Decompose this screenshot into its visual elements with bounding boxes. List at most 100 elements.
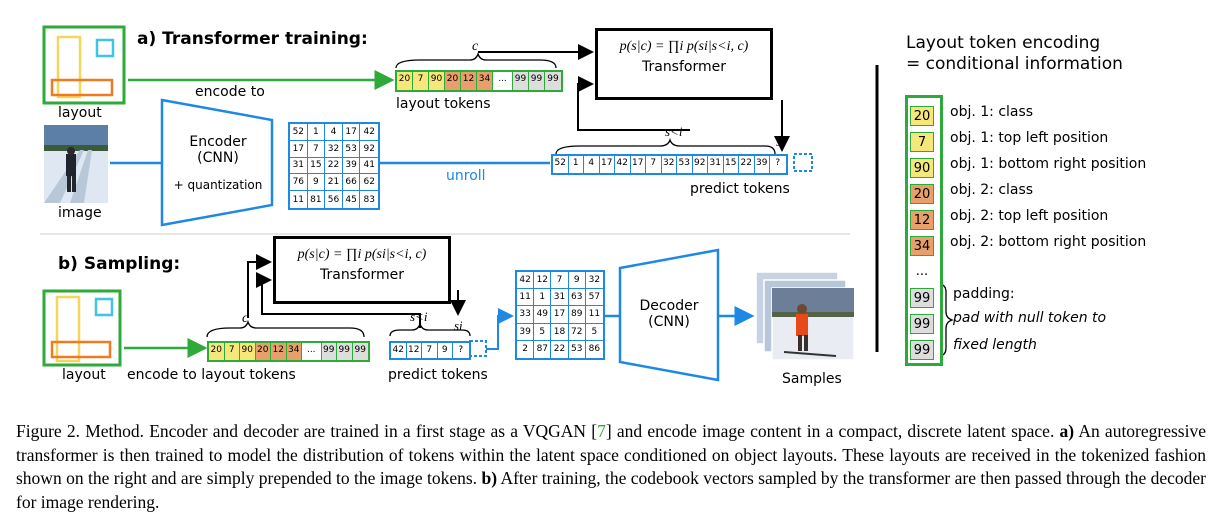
grid-token: 41 <box>360 158 378 175</box>
transformer-formula-b: p(s|c) = ∏i p(si|s<i, c) <box>297 247 427 262</box>
layout-token: 12 <box>461 72 477 90</box>
grid-token: 56 <box>325 191 343 208</box>
grid-token: 31 <box>551 289 569 307</box>
layout-token: ... <box>493 72 513 90</box>
layout-token: 99 <box>529 72 545 90</box>
caption-ref[interactable]: 7 <box>597 421 606 441</box>
grid-token: 92 <box>360 141 378 158</box>
skier-image-a <box>44 125 108 203</box>
padding-label: padding: <box>953 286 1015 302</box>
layout-token: 99 <box>545 72 561 90</box>
image-token: 42 <box>615 156 631 173</box>
grid-token: 31 <box>290 157 308 175</box>
encoder-name: Encoder <box>189 134 247 150</box>
sless-label-b: s<i <box>410 309 428 324</box>
unroll-label: unroll <box>446 168 486 184</box>
grid-token: 39 <box>517 323 535 341</box>
sless-to-transformer-b <box>256 272 421 328</box>
caption-prefix: Figure 2. Method. Encoder and decoder ar… <box>16 421 598 441</box>
encode-to-layout-tokens-label: encode to layout tokens <box>127 367 296 383</box>
grid-token: 11 <box>585 306 603 324</box>
grid-token: 72 <box>568 323 586 341</box>
c-label-a: c <box>472 39 479 54</box>
grid-token: 1 <box>534 289 552 307</box>
legend-token: 99 <box>910 340 934 360</box>
layout-token: 20 <box>255 343 271 360</box>
caption-a-label: a) <box>1059 421 1075 441</box>
legend-item-text: obj. 2: class <box>950 182 1034 198</box>
grid-token: 32 <box>325 140 343 158</box>
sless-to-transformer-a <box>577 76 690 131</box>
image-token: 17 <box>600 156 615 173</box>
image-token: 17 <box>631 156 646 173</box>
image-token: ? <box>458 345 464 355</box>
legend-token: 20 <box>910 106 934 126</box>
legend-item-text: obj. 2: bottom right position <box>950 234 1147 250</box>
image-token: 12 <box>407 343 422 358</box>
grid-token: 17 <box>551 306 569 324</box>
grid-token: 49 <box>534 306 552 324</box>
legend-title: Layout token encoding = conditional info… <box>906 33 1123 75</box>
padding-desc: pad with null token to <box>953 310 1107 326</box>
decoder-shape <box>618 248 720 382</box>
layout-token: 7 <box>413 72 429 90</box>
caption-part3: After training, the codebook vectors sam… <box>16 468 1206 512</box>
image-token: 15 <box>724 156 739 173</box>
decoder-text: Decoder (CNN) <box>622 298 716 330</box>
grid-token: 11 <box>517 289 535 307</box>
layout-token: 34 <box>286 343 302 360</box>
layout-token: 90 <box>240 343 256 360</box>
legend-token: 99 <box>910 288 934 308</box>
encoder-quantization: + quantization <box>173 178 263 192</box>
grid-token: 81 <box>308 191 326 208</box>
grid-token: 57 <box>585 289 603 307</box>
transformer-name-a: Transformer <box>641 59 726 75</box>
legend-token: 7 <box>910 132 934 152</box>
legend-item-text: obj. 1: class <box>950 104 1034 120</box>
legend-item-text: obj. 1: top left position <box>950 130 1109 146</box>
brace-sless-a <box>555 137 776 155</box>
predict-to-grid-b <box>486 308 514 350</box>
samples-label: Samples <box>782 371 842 387</box>
grid-token: 9 <box>307 174 326 192</box>
brace-sless-b <box>389 321 471 337</box>
layout-token: 99 <box>513 72 529 90</box>
caption-part1: ] and encode image content in a compact,… <box>605 421 1055 441</box>
predict-tokens-label-b: predict tokens <box>388 367 488 383</box>
grid-token: 87 <box>534 340 552 358</box>
grid-token: 39 <box>342 157 361 175</box>
grid-token: 17 <box>342 124 361 141</box>
layout-token: ... <box>302 343 322 360</box>
grid-token: 17 <box>290 140 308 158</box>
image-token: 1 <box>569 156 584 173</box>
layout-token: 99 <box>321 343 337 360</box>
encoder-text: Encoder (CNN) + quantization <box>168 134 268 192</box>
transformer-box-b: p(s|c) = ∏i p(si|s<i, c) Transformer <box>273 236 451 304</box>
grid-token: 52 <box>290 124 308 141</box>
layout-token: 20 <box>397 72 413 90</box>
grid-token: 7 <box>307 140 326 158</box>
dotted-extension-b <box>469 340 487 357</box>
grid-token: 9 <box>568 272 586 290</box>
grid-token: 2 <box>517 340 535 358</box>
grid-token: 1 <box>307 124 326 141</box>
c-label-b: c <box>242 311 249 326</box>
image-token: 32 <box>662 156 677 173</box>
si-label-a: si <box>776 134 785 149</box>
image-token: 52 <box>553 156 569 173</box>
layout-token: 99 <box>337 343 353 360</box>
grid-token: 62 <box>360 174 378 192</box>
grid-token: 42 <box>360 124 378 141</box>
grid-token: 15 <box>307 157 326 175</box>
grid-token: 42 <box>517 272 535 290</box>
grid-token: 66 <box>342 174 361 192</box>
grid-token: 89 <box>568 306 586 324</box>
layout-token: 99 <box>352 343 368 360</box>
dotted-extension-a <box>793 153 813 172</box>
encoder-shape <box>160 98 274 227</box>
grid-token: 63 <box>568 289 586 307</box>
